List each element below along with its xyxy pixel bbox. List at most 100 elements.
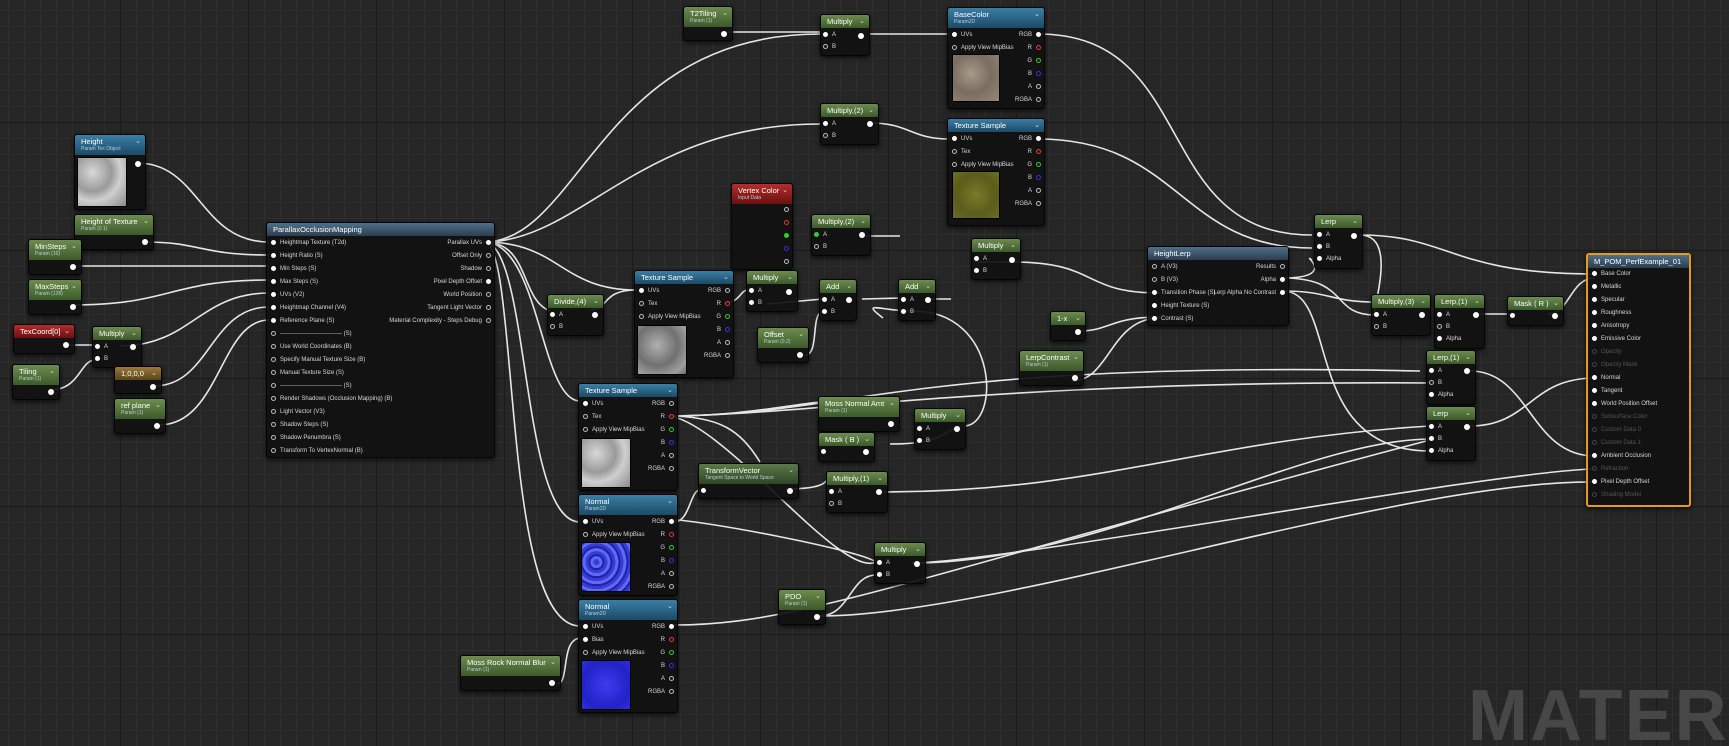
node-one-minus[interactable]: 1-x⌄ bbox=[1050, 311, 1086, 341]
node-multiply-mid[interactable]: Multiply⌄ A B bbox=[746, 270, 798, 312]
chevron-down-icon[interactable]: ⌄ bbox=[955, 412, 961, 419]
output-pin[interactable] bbox=[70, 304, 76, 310]
input-pin-a[interactable]: A bbox=[823, 31, 836, 39]
chevron-down-icon[interactable]: ⌄ bbox=[143, 218, 149, 225]
node-multiply-right[interactable]: Multiply⌄ A B bbox=[971, 238, 1021, 280]
chevron-down-icon[interactable]: ⌄ bbox=[667, 387, 673, 394]
input-pin-a[interactable]: A bbox=[974, 255, 987, 263]
input-pin-a[interactable]: A bbox=[901, 296, 914, 304]
node-parallax-occlusion-mapping[interactable]: ParallaxOcclusionMapping Heightmap Textu… bbox=[266, 222, 495, 458]
chevron-down-icon[interactable]: ⌄ bbox=[49, 368, 55, 375]
output-pin[interactable] bbox=[154, 423, 160, 429]
output-pin-r[interactable]: R bbox=[1028, 148, 1041, 156]
input-pin-a[interactable]: A bbox=[823, 120, 836, 128]
node-lerp[interactable]: Lerp⌄ A B Alpha bbox=[1314, 214, 1363, 269]
output-pin-r[interactable]: R bbox=[661, 413, 674, 421]
input-pin-a[interactable]: A bbox=[1374, 311, 1387, 319]
output-pin[interactable] bbox=[787, 488, 793, 494]
input-pin[interactable]: ------------------------------- (S) bbox=[271, 330, 352, 338]
input-pin-b[interactable]: B bbox=[1429, 379, 1442, 387]
input-pin-b[interactable]: B bbox=[822, 308, 835, 316]
chevron-down-icon[interactable]: ⌄ bbox=[1465, 354, 1471, 361]
input-pin-alpha[interactable]: Alpha bbox=[1429, 447, 1453, 455]
input-pin-uvs[interactable]: UVs bbox=[583, 623, 603, 631]
output-pin[interactable] bbox=[70, 264, 76, 270]
output-pin-rgba[interactable]: RGBA bbox=[1015, 96, 1041, 104]
result-input-pin[interactable]: Roughness bbox=[1592, 309, 1631, 317]
input-pin[interactable]: Light Vector (V3) bbox=[271, 408, 325, 416]
output-pin-a[interactable]: A bbox=[1028, 187, 1041, 195]
input-pin[interactable]: B (V3) bbox=[1152, 276, 1178, 284]
node-add-1[interactable]: Add⌄ A B bbox=[819, 279, 857, 321]
input-pin[interactable]: Height Texture (S) bbox=[1152, 302, 1209, 310]
node-constant4[interactable]: 1,0,0,0⌄ bbox=[114, 366, 162, 394]
chevron-down-icon[interactable]: ⌄ bbox=[860, 218, 866, 225]
output-pin[interactable]: Shadow bbox=[460, 265, 491, 273]
output-pin[interactable] bbox=[549, 680, 555, 686]
result-input-pin[interactable]: World Position Offset bbox=[1592, 400, 1657, 408]
output-pin-rgba[interactable]: RGBA bbox=[704, 352, 730, 360]
input-pin-mipbias[interactable]: Apply View MipBias bbox=[952, 161, 1014, 169]
node-multiply-2-mid[interactable]: Multiply,(2)⌄ A B bbox=[811, 214, 871, 256]
input-pin-a[interactable]: A bbox=[917, 425, 930, 433]
chevron-down-icon[interactable]: ⌄ bbox=[131, 330, 137, 337]
output-pin-b[interactable]: B bbox=[661, 439, 674, 447]
output-pin-b[interactable]: B bbox=[1028, 174, 1041, 182]
result-input-pin[interactable]: Opacity Mask bbox=[1592, 361, 1637, 369]
result-input-pin[interactable]: Subsurface Color bbox=[1592, 413, 1647, 421]
output-pin[interactable]: World Position bbox=[443, 291, 491, 299]
output-pin[interactable]: Material Complexity - Steps Debug bbox=[389, 317, 491, 325]
node-texcoord[interactable]: TexCoord[0]⌄ bbox=[13, 324, 75, 354]
output-pin[interactable] bbox=[1473, 312, 1479, 318]
output-pin-r[interactable] bbox=[780, 219, 789, 227]
output-pin[interactable] bbox=[954, 426, 960, 432]
result-input-pin[interactable]: Tangent bbox=[1592, 387, 1622, 395]
result-input-pin[interactable]: Metallic bbox=[1592, 283, 1621, 291]
input-pin-a[interactable]: A bbox=[550, 311, 563, 319]
output-pin[interactable] bbox=[1464, 424, 1470, 430]
output-pin[interactable] bbox=[1351, 233, 1357, 239]
input-pin-a[interactable]: A bbox=[877, 559, 890, 567]
chevron-down-icon[interactable]: ⌄ bbox=[925, 283, 931, 290]
result-input-pin[interactable]: Ambient Occlusion bbox=[1592, 452, 1651, 460]
input-pin-a[interactable]: A bbox=[749, 287, 762, 295]
input-pin-b[interactable]: B bbox=[1317, 243, 1330, 251]
node-multiply-left[interactable]: Multiply⌄ A B bbox=[92, 326, 142, 368]
output-pin-rgb[interactable]: RGB bbox=[652, 400, 674, 408]
chevron-down-icon[interactable]: ⌄ bbox=[915, 546, 921, 553]
input-pin-b[interactable]: B bbox=[749, 299, 762, 307]
input-pin-b[interactable]: B bbox=[823, 43, 836, 51]
output-pin-r[interactable]: R bbox=[717, 300, 730, 308]
output-pin-g[interactable] bbox=[780, 232, 789, 240]
output-pin[interactable] bbox=[786, 289, 792, 295]
node-multiply-1[interactable]: Multiply,(1)⌄ A B bbox=[826, 471, 888, 513]
output-pin[interactable]: Offset Only bbox=[452, 252, 491, 260]
output-pin[interactable] bbox=[814, 614, 820, 620]
chevron-down-icon[interactable]: ⌄ bbox=[1075, 315, 1081, 322]
input-pin-uvs[interactable]: UVs bbox=[583, 400, 603, 408]
input-pin-b[interactable]: B bbox=[1429, 435, 1442, 443]
input-pin[interactable]: Max Steps (S) bbox=[271, 278, 318, 286]
output-pin-g[interactable]: G bbox=[660, 649, 674, 657]
input-pin[interactable]: Transform To VertexNormal (B) bbox=[271, 447, 363, 455]
input-pin-a[interactable]: A bbox=[95, 343, 108, 351]
output-pin[interactable] bbox=[1075, 329, 1081, 335]
output-pin[interactable] bbox=[846, 297, 852, 303]
output-pin-rgba[interactable]: RGBA bbox=[648, 465, 674, 473]
output-pin[interactable] bbox=[863, 449, 869, 455]
node-texture-sample[interactable]: Texture Sample⌄ UVs Tex Apply View MipBi… bbox=[947, 118, 1045, 226]
input-pin[interactable]: Transition Phase (S) bbox=[1152, 289, 1215, 297]
input-pin-mipbias[interactable]: Apply View MipBias bbox=[639, 313, 701, 321]
node-texture-sample-mid[interactable]: Texture Sample⌄ UVs Tex Apply View MipBi… bbox=[634, 270, 734, 378]
output-pin[interactable] bbox=[914, 561, 920, 567]
chevron-down-icon[interactable]: ⌄ bbox=[782, 187, 788, 194]
